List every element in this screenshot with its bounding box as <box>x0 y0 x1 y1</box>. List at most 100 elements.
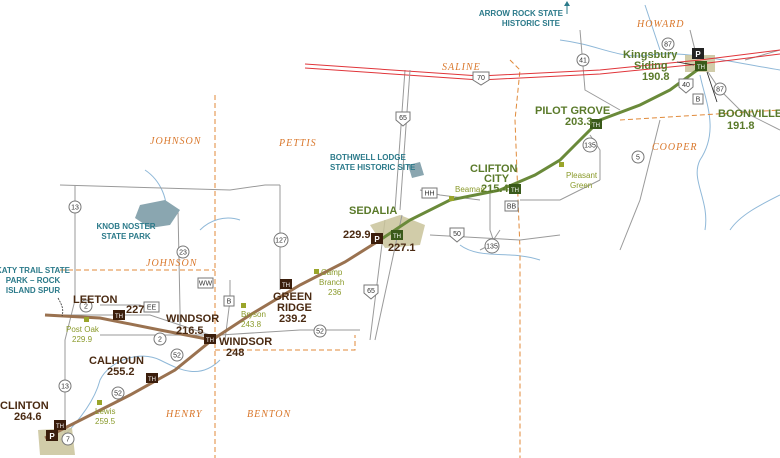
arrow-rock-label-line1: ARROW ROCK STATE <box>479 9 564 18</box>
trailhead-markers: TH TH TH TH TH P P TH TH TH P TH <box>46 48 718 441</box>
katy-trail-line-east <box>379 66 701 242</box>
svg-text:TH: TH <box>56 424 64 430</box>
post-oak-mile: 229.9 <box>72 335 93 344</box>
route-41-shield: 41 <box>576 53 590 67</box>
route-135-shield: 135 <box>484 238 500 254</box>
trailhead-icon-leeton: TH <box>113 310 125 320</box>
green-ridge-label-line1: GREEN <box>273 291 312 303</box>
boonville-mile: 191.8 <box>727 120 755 132</box>
route-hh-shield: HH <box>421 187 438 199</box>
svg-text:TH: TH <box>115 314 123 320</box>
rivers <box>59 4 780 441</box>
windsor-label-south: WINDSOR <box>219 336 272 348</box>
route-13-shield: 13 <box>58 379 72 393</box>
route-b-shield: B <box>223 295 235 307</box>
rock-island-spur-label-line2: PARK – ROCK <box>6 276 61 285</box>
state-park-areas <box>135 162 424 228</box>
county-label-howard: HOWARD <box>636 19 685 30</box>
green-ridge-label-line2: RIDGE <box>277 302 312 314</box>
route-127-shield: 127 <box>273 232 289 248</box>
stop-markers <box>84 162 564 405</box>
county-label-pettis: PETTIS <box>278 138 317 149</box>
kingsbury-label-line1: Kingsbury <box>623 49 678 61</box>
pilot-grove-mile: 203.3 <box>565 116 593 128</box>
beaman-label: Beaman <box>455 185 485 194</box>
calhoun-mile: 255.2 <box>107 366 135 378</box>
post-oak-label: Post Oak <box>66 325 100 334</box>
route-135-shield: 135 <box>582 137 598 153</box>
svg-text:HH: HH <box>424 191 434 198</box>
leeton-label: LEETON <box>73 294 117 306</box>
svg-text:B: B <box>696 97 701 104</box>
stop-marker-bryson <box>241 303 246 308</box>
clinton-mile: 264.6 <box>14 411 42 423</box>
stop-marker-lewis <box>97 400 102 405</box>
green-ridge-mile: 239.2 <box>279 313 307 325</box>
boonville-pointer <box>706 71 718 103</box>
camp-branch-label-line1: Camp <box>321 268 343 277</box>
lewis-label: Lewis <box>95 407 115 416</box>
svg-text:P: P <box>49 432 55 441</box>
route-5-shield: 5 <box>631 150 645 164</box>
parking-icon-boonville: P <box>692 48 704 59</box>
svg-text:52: 52 <box>173 353 181 360</box>
county-label-cooper: COOPER <box>652 142 697 153</box>
county-label-johnson-south: JOHNSON <box>146 258 198 269</box>
arrow-rock-label-line2: HISTORIC SITE <box>502 19 561 28</box>
svg-text:127: 127 <box>275 238 287 245</box>
route-23-shield: 23 <box>176 245 190 259</box>
clifton-city-mile: 215.4 <box>481 183 509 195</box>
katy-trail-line <box>44 238 381 440</box>
windsor-mile-south: 248 <box>226 347 244 359</box>
rock-island-spur-label-line3: ISLAND SPUR <box>6 286 60 295</box>
pleasant-green-label-line1: Pleasant <box>566 171 598 180</box>
camp-branch-mile: 236 <box>328 288 342 297</box>
bothwell-lodge-label-line1: BOTHWELL LODGE <box>330 153 407 162</box>
parking-icon-clinton: P <box>46 430 58 441</box>
svg-text:135: 135 <box>486 244 498 251</box>
route-2-shield: 2 <box>79 299 93 313</box>
route-ww-shield: WW <box>197 277 214 289</box>
interstate-70-shield: 70 <box>472 71 490 86</box>
county-lines <box>60 59 780 458</box>
svg-text:52: 52 <box>114 391 122 398</box>
bryson-mile: 243.8 <box>241 320 262 329</box>
svg-text:2: 2 <box>158 337 162 344</box>
svg-text:WW: WW <box>199 281 213 288</box>
svg-text:52: 52 <box>316 329 324 336</box>
bothwell-lodge-label-line2: STATE HISTORIC SITE <box>330 163 416 172</box>
svg-text:65: 65 <box>399 115 407 122</box>
svg-text:TH: TH <box>148 377 156 383</box>
route-13-shield: 13 <box>68 200 82 214</box>
sedalia-mile-alt: 229.9 <box>343 229 371 241</box>
svg-text:TH: TH <box>393 234 401 240</box>
interstate-70 <box>304 49 780 81</box>
svg-text:TH: TH <box>206 338 214 344</box>
svg-text:P: P <box>374 235 380 244</box>
leeton-mile: 227 <box>126 304 144 316</box>
pilot-grove-label: PILOT GROVE <box>535 105 610 117</box>
svg-text:EE: EE <box>147 305 157 312</box>
svg-text:50: 50 <box>453 231 461 238</box>
trailhead-icon-calhoun: TH <box>146 373 158 383</box>
us-65-shield: 65 <box>363 284 379 300</box>
svg-text:2: 2 <box>84 304 88 311</box>
windsor-mile: 216.5 <box>176 325 204 337</box>
sedalia-mile: 227.1 <box>388 242 416 254</box>
route-87-shield: 87 <box>713 82 727 96</box>
svg-text:135: 135 <box>584 143 596 150</box>
rock-island-spur-line <box>44 313 213 342</box>
svg-text:13: 13 <box>71 205 79 212</box>
county-label-johnson: JOHNSON <box>150 136 202 147</box>
boonville-label: BOONVILLE <box>718 108 780 120</box>
trailhead-icon-pilot-grove: TH <box>590 119 602 129</box>
county-label-saline: SALINE <box>442 62 481 73</box>
stop-marker-beaman <box>449 196 454 201</box>
clifton-city-label-line2: CITY <box>484 173 510 185</box>
svg-text:TH: TH <box>697 65 705 71</box>
us-40-shield: 40 <box>678 78 694 94</box>
us-50-shield: 50 <box>449 227 465 243</box>
windsor-label: WINDSOR <box>166 313 219 325</box>
